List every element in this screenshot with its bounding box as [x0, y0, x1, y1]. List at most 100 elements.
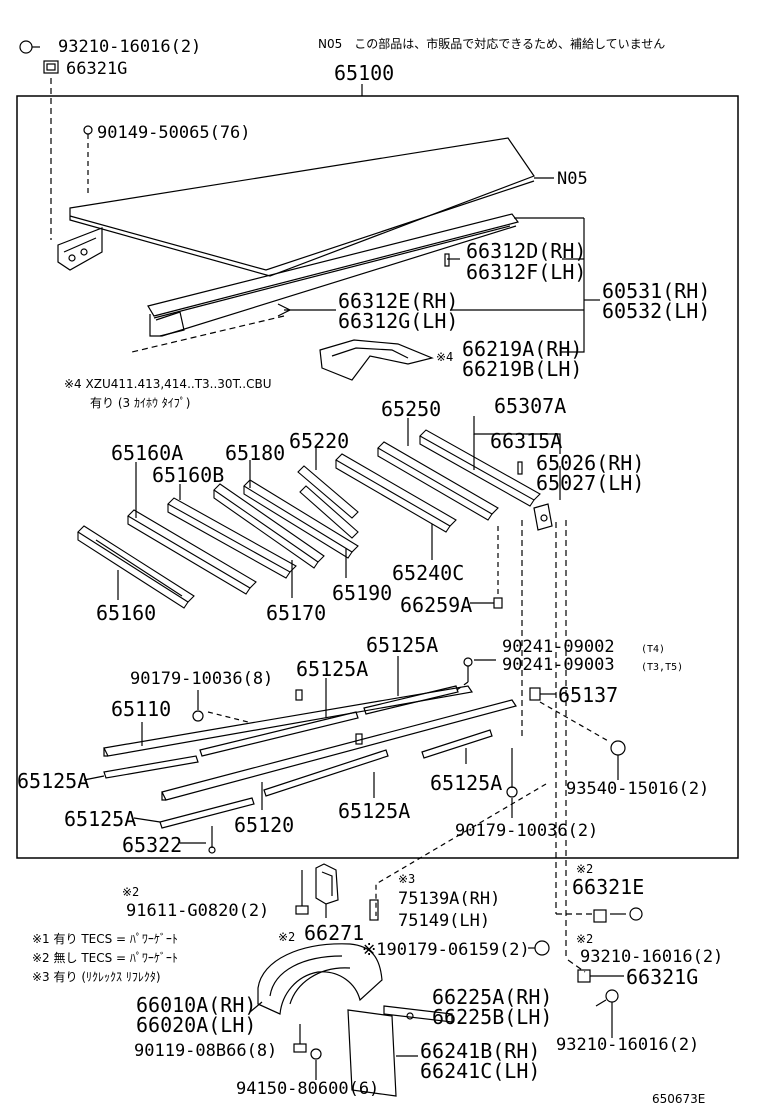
- stay-66225a-icon: [383, 1005, 453, 1023]
- crossmember-65160a: [127, 509, 257, 595]
- mark-2-b: ※2: [122, 885, 140, 899]
- part-66315a[interactable]: 66315A: [490, 429, 563, 453]
- screw-90149-icon: [83, 125, 93, 196]
- part-65125a-left[interactable]: 65125A: [17, 769, 90, 793]
- part-65307a[interactable]: 65307A: [494, 394, 567, 418]
- part-190179[interactable]: ※190179-06159(2): [362, 940, 530, 960]
- corner-bracket-icon: [57, 227, 103, 271]
- part-66312e[interactable]: 66312E(RH): [338, 289, 459, 313]
- part-65190[interactable]: 65190: [332, 581, 393, 605]
- part-93540[interactable]: 93540-15016(2): [566, 779, 710, 799]
- part-66271[interactable]: 66271: [304, 921, 365, 945]
- part-65322[interactable]: 65322: [122, 833, 183, 857]
- part-65160a[interactable]: 65160A: [111, 441, 184, 465]
- part-90119[interactable]: 90119-08B66(8): [134, 1041, 278, 1061]
- part-93210-a[interactable]: 93210-16016(2): [58, 37, 202, 57]
- part-66321g-b[interactable]: 66321G: [626, 965, 699, 989]
- side-rail: [147, 213, 520, 337]
- note-not-supplied: N05 この部品は、市販品で対応できるため、補給していません: [318, 37, 666, 51]
- part-90179-a[interactable]: 90179-10036(8): [130, 669, 274, 689]
- part-66225b[interactable]: 66225B(LH): [432, 1005, 553, 1029]
- note-xzu-line2: 有り (3 ｶｲﾎｳ ﾀｲﾌﾟ): [90, 396, 191, 410]
- screw-65322-icon: [208, 826, 216, 854]
- legend-1: ※1 有り TECS = ﾊﾟﾜｰｹﾞｰﾄ: [32, 932, 178, 946]
- plug-66259a-icon: [493, 597, 503, 609]
- part-90241-09002[interactable]: 90241-09002: [502, 637, 615, 657]
- part-n05[interactable]: N05: [557, 169, 588, 189]
- part-66321e[interactable]: 66321E: [572, 875, 645, 899]
- part-65110[interactable]: 65110: [111, 697, 172, 721]
- fender-66010a: [257, 943, 383, 1015]
- nut-66321g-icon: [43, 60, 59, 74]
- part-65180[interactable]: 65180: [225, 441, 286, 465]
- part-66312d[interactable]: 66312D(RH): [466, 239, 587, 263]
- part-91611[interactable]: 91611-G0820(2): [126, 901, 270, 921]
- part-75149[interactable]: 75149(LH): [398, 911, 491, 931]
- part-93210-c[interactable]: 93210-16016(2): [556, 1035, 700, 1055]
- sill-65120: [161, 699, 517, 801]
- part-65100[interactable]: 65100: [334, 61, 395, 85]
- part-93210-b[interactable]: 93210-16016(2): [580, 947, 724, 967]
- sill-65125a-3: [103, 755, 199, 779]
- crossmember-65220: [297, 465, 359, 519]
- part-65137[interactable]: 65137: [558, 683, 619, 707]
- crossmember-65180: [213, 483, 325, 569]
- bolt-93210-b-icon: [610, 907, 643, 921]
- part-66259a[interactable]: 66259A: [400, 593, 473, 617]
- part-65125a-mid[interactable]: 65125A: [338, 799, 411, 823]
- note-xzu-line1: ※4 XZU411.413,414..T3..30T..CBU: [64, 377, 272, 391]
- part-66020a[interactable]: 66020A(LH): [136, 1013, 257, 1037]
- part-90149[interactable]: 90149-50065(76): [97, 123, 251, 143]
- part-66225a[interactable]: 66225A(RH): [432, 985, 553, 1009]
- variant-t4: (T4): [641, 644, 666, 655]
- part-60532[interactable]: 60532(LH): [602, 299, 711, 323]
- crossmember-65240c: [335, 453, 457, 533]
- part-66312f[interactable]: 66312F(LH): [466, 260, 587, 284]
- part-65125a-bl[interactable]: 65125A: [64, 807, 137, 831]
- bracket-66219-icon: [319, 339, 434, 381]
- variant-t3t5: (T3,T5): [641, 662, 684, 673]
- part-90241-09003[interactable]: 90241-09003: [502, 655, 615, 675]
- part-90179-b[interactable]: 90179-10036(2): [455, 821, 599, 841]
- sill-65125a-4: [263, 749, 389, 797]
- part-66321g-a[interactable]: 66321G: [66, 59, 128, 79]
- sill-65125a-2: [363, 685, 459, 715]
- bolt-90119-icon: [293, 1024, 307, 1053]
- part-65250[interactable]: 65250: [381, 397, 442, 421]
- crossmember-65160: [77, 525, 195, 609]
- part-65160b[interactable]: 65160B: [152, 463, 225, 487]
- part-65220[interactable]: 65220: [289, 429, 350, 453]
- screw-93540-icon: [610, 740, 626, 780]
- part-66241b[interactable]: 66241B(RH): [420, 1039, 541, 1063]
- floor-panel: [69, 137, 535, 277]
- part-75139a[interactable]: 75139A(RH): [398, 889, 501, 909]
- part-65125a-top[interactable]: 65125A: [366, 633, 439, 657]
- part-65026[interactable]: 65026(RH): [536, 451, 645, 475]
- part-66219a[interactable]: 66219A(RH): [462, 337, 583, 361]
- nut-90179-a-icon: [192, 710, 204, 722]
- part-65125a-2[interactable]: 65125A: [296, 657, 369, 681]
- part-65170[interactable]: 65170: [266, 601, 327, 625]
- bracket-66271-icon: [315, 863, 339, 905]
- part-65160[interactable]: 65160: [96, 601, 157, 625]
- part-65240c[interactable]: 65240C: [392, 561, 465, 585]
- part-94150[interactable]: 94150-80600(6): [236, 1079, 380, 1099]
- part-66010a[interactable]: 66010A(RH): [136, 993, 257, 1017]
- crossmember-65190: [299, 485, 359, 539]
- part-65125a-right[interactable]: 65125A: [430, 771, 503, 795]
- mark-3: ※3: [398, 872, 416, 886]
- part-66241c[interactable]: 66241C(LH): [420, 1059, 541, 1083]
- mark-2-a: ※2: [576, 862, 594, 876]
- sill-65110: [103, 685, 474, 757]
- bracket-60531: [560, 218, 585, 353]
- assembly-frame: [16, 95, 739, 859]
- crossmember-65250: [377, 441, 499, 521]
- part-65027[interactable]: 65027(LH): [536, 471, 645, 495]
- dash-66312e: [131, 315, 285, 353]
- part-60531[interactable]: 60531(RH): [602, 279, 711, 303]
- sill-65125a-5: [421, 729, 493, 759]
- part-66312g[interactable]: 66312G(LH): [338, 309, 459, 333]
- part-66219b[interactable]: 66219B(LH): [462, 357, 583, 381]
- part-65120[interactable]: 65120: [234, 813, 295, 837]
